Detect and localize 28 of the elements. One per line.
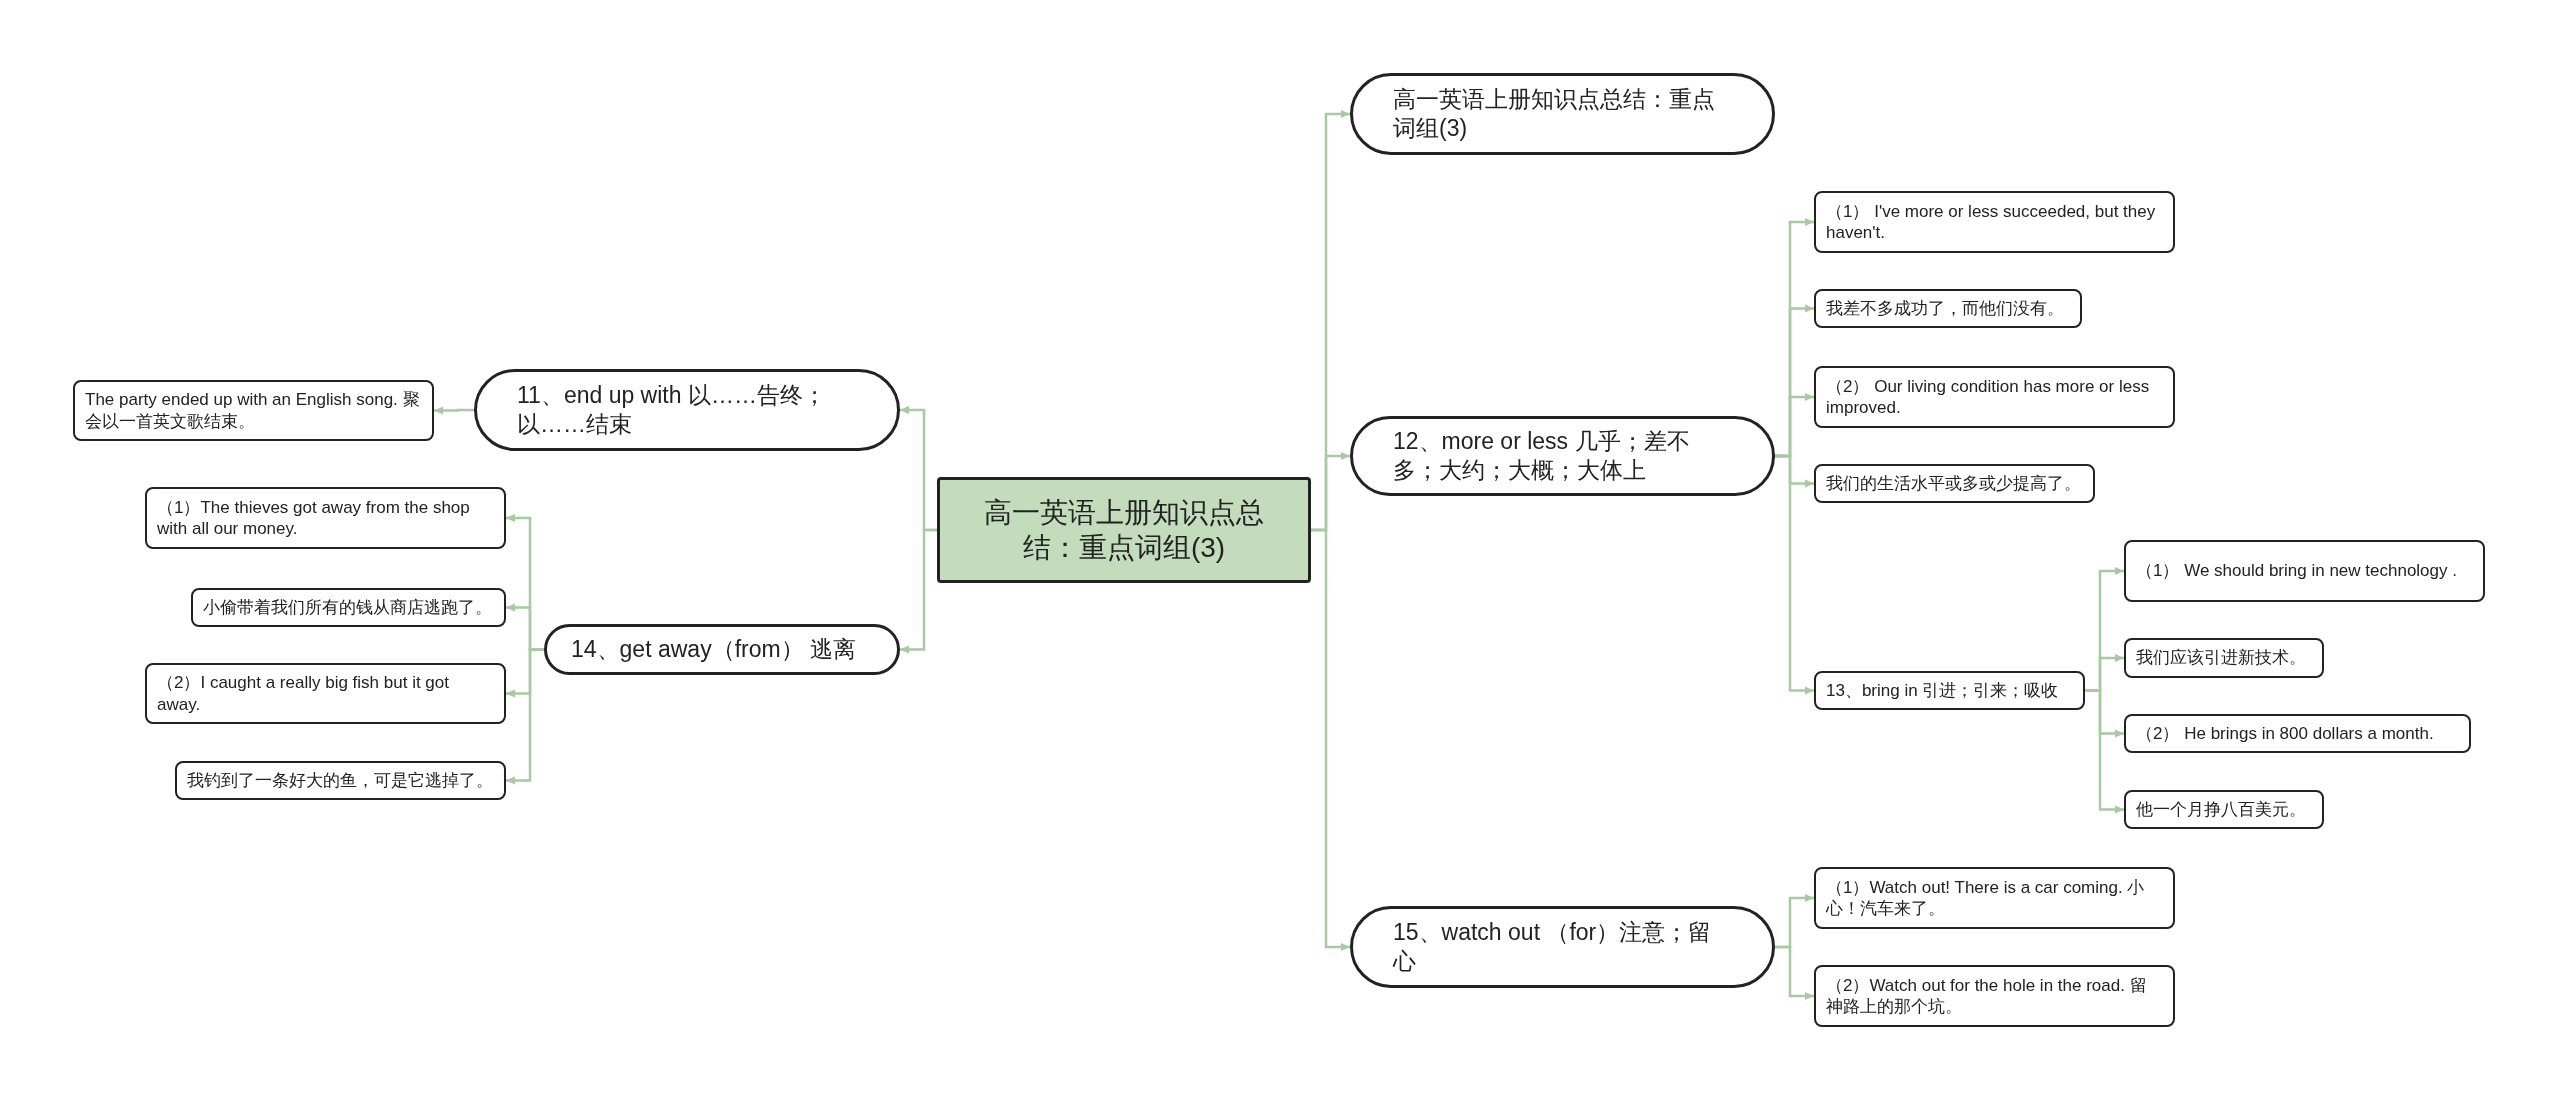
- topic-box: 11、end up with 以……告终；以……结束: [474, 369, 900, 451]
- example-box: 我钓到了一条好大的鱼，可是它逃掉了。: [175, 761, 506, 800]
- example-box: 他一个月挣八百美元。: [2124, 790, 2324, 829]
- example-box: （1）Watch out! There is a car coming. 小心！汽车来了。: [1814, 867, 2175, 929]
- connector-arrow: [1775, 454, 1814, 695]
- topic-box: 14、get away（from） 逃离: [544, 624, 900, 675]
- topic-box: 15、watch out （for）注意；留心: [1350, 906, 1775, 988]
- example-box: 我差不多成功了，而他们没有。: [1814, 289, 2082, 328]
- example-box: 我们的生活水平或多或少提高了。: [1814, 464, 2095, 503]
- example-box: （2）Watch out for the hole in the road. 留神路上的那个坑。: [1814, 965, 2175, 1027]
- topic-box: 12、more or less 几乎；差不多；大约；大概；大体上: [1350, 416, 1775, 496]
- example-box: （1） We should bring in new technology .: [2124, 540, 2485, 602]
- example-box: 13、bring in 引进；引来；吸收: [1814, 671, 2085, 710]
- connector-arrow: [900, 528, 937, 654]
- example-box: 小偷带着我们所有的钱从商店逃跑了。: [191, 588, 506, 627]
- connector-arrow: [434, 406, 474, 415]
- connector-arrow: [2085, 689, 2124, 814]
- connector-arrow: [1775, 945, 1814, 1000]
- example-box: （1）The thieves got away from the shop with all our money.: [145, 487, 506, 549]
- example-box: 我们应该引进新技术。: [2124, 638, 2324, 678]
- example-box: The party ended up with an English song. 聚会以一首英文歌结束。: [73, 380, 434, 441]
- example-box: （2） Our living condition has more or less improved.: [1814, 366, 2175, 428]
- central-topic-box: 高一英语上册知识点总结：重点词组(3): [937, 477, 1311, 583]
- example-box: （2） He brings in 800 dollars a month.: [2124, 714, 2471, 753]
- topic-box: 高一英语上册知识点总结：重点词组(3): [1350, 73, 1775, 155]
- example-box: （1） I've more or less succeeded, but they haven't.: [1814, 191, 2175, 253]
- example-box: （2）I caught a really big fish but it got away.: [145, 663, 506, 724]
- connector-arrow: [1311, 528, 1350, 951]
